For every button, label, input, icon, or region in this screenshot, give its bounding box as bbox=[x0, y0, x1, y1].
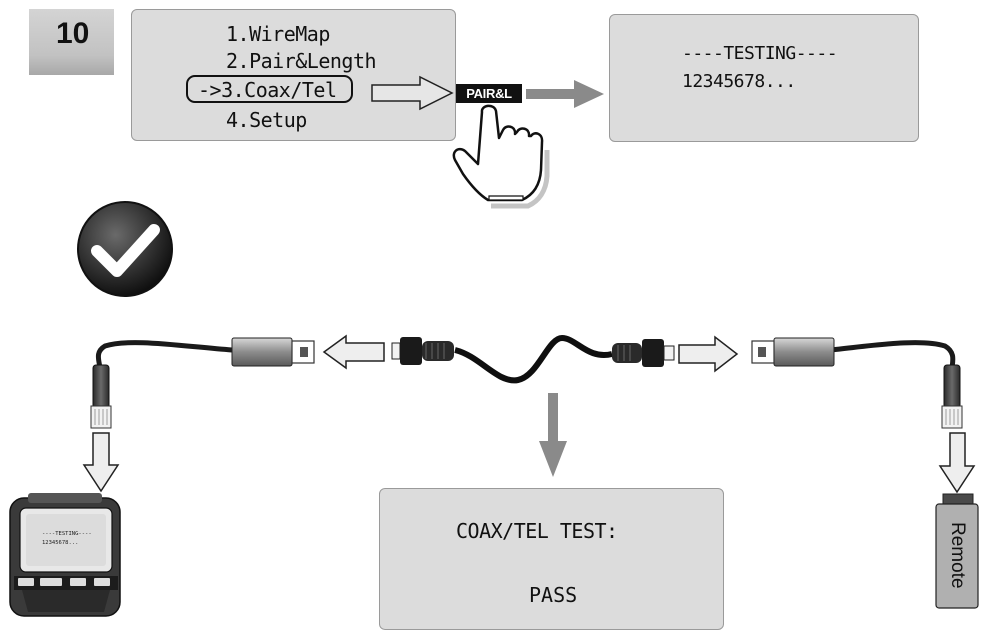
pair-length-button[interactable]: PAIR&L bbox=[456, 84, 522, 103]
step-number-badge: 10 bbox=[29, 9, 114, 75]
menu-item-pair-length: 2.Pair&Length bbox=[226, 49, 377, 73]
gray-arrow-right-icon bbox=[526, 80, 604, 108]
result-screen: COAX/TEL TEST: PASS bbox=[379, 488, 724, 630]
tester-screen-line2: 12345678... bbox=[42, 540, 79, 546]
menu-selection-highlight bbox=[186, 75, 353, 103]
result-value: PASS bbox=[529, 583, 578, 607]
coax-cable bbox=[391, 334, 675, 384]
tester-key[interactable] bbox=[70, 578, 86, 586]
checkmark-icon bbox=[77, 201, 173, 297]
menu-item-wiremap: 1.WireMap bbox=[226, 22, 330, 46]
left-rj45-plug bbox=[90, 364, 112, 429]
tester-key[interactable] bbox=[40, 578, 62, 586]
step-number: 10 bbox=[56, 17, 90, 50]
hand-pointer-icon bbox=[452, 104, 550, 209]
menu-item-coax-tel: ->3.Coax/Tel bbox=[198, 78, 337, 102]
outline-arrow-down-icon bbox=[938, 432, 976, 494]
result-title: COAX/TEL TEST: bbox=[456, 519, 618, 543]
right-patch-cable bbox=[829, 340, 956, 369]
remote-unit bbox=[935, 493, 979, 609]
menu-screen: 1.WireMap 2.Pair&Length ->3.Coax/Tel 4.S… bbox=[131, 9, 456, 141]
testing-progress: 12345678... bbox=[682, 71, 796, 92]
remote-label-box: Remote bbox=[937, 507, 977, 604]
outline-arrow-right-icon bbox=[678, 335, 739, 373]
remote-label: Remote bbox=[947, 522, 968, 589]
outline-arrow-left-icon bbox=[322, 334, 385, 370]
testing-screen: ----TESTING---- 12345678... bbox=[609, 14, 919, 142]
tester-device bbox=[9, 493, 121, 617]
testing-header: ----TESTING---- bbox=[682, 43, 838, 64]
outline-arrow-down-icon bbox=[82, 432, 120, 493]
outline-arrow-right-icon bbox=[371, 75, 454, 111]
menu-item-setup: 4.Setup bbox=[226, 108, 307, 132]
left-patch-cable bbox=[95, 340, 233, 369]
gray-arrow-down-icon bbox=[539, 393, 567, 477]
right-rj45-plug bbox=[941, 364, 963, 429]
left-coax-adapter bbox=[231, 337, 315, 367]
right-coax-adapter bbox=[751, 337, 835, 367]
tester-key[interactable] bbox=[94, 578, 110, 586]
tester-key[interactable] bbox=[18, 578, 34, 586]
tester-screen-line1: ----TESTING---- bbox=[42, 531, 92, 537]
